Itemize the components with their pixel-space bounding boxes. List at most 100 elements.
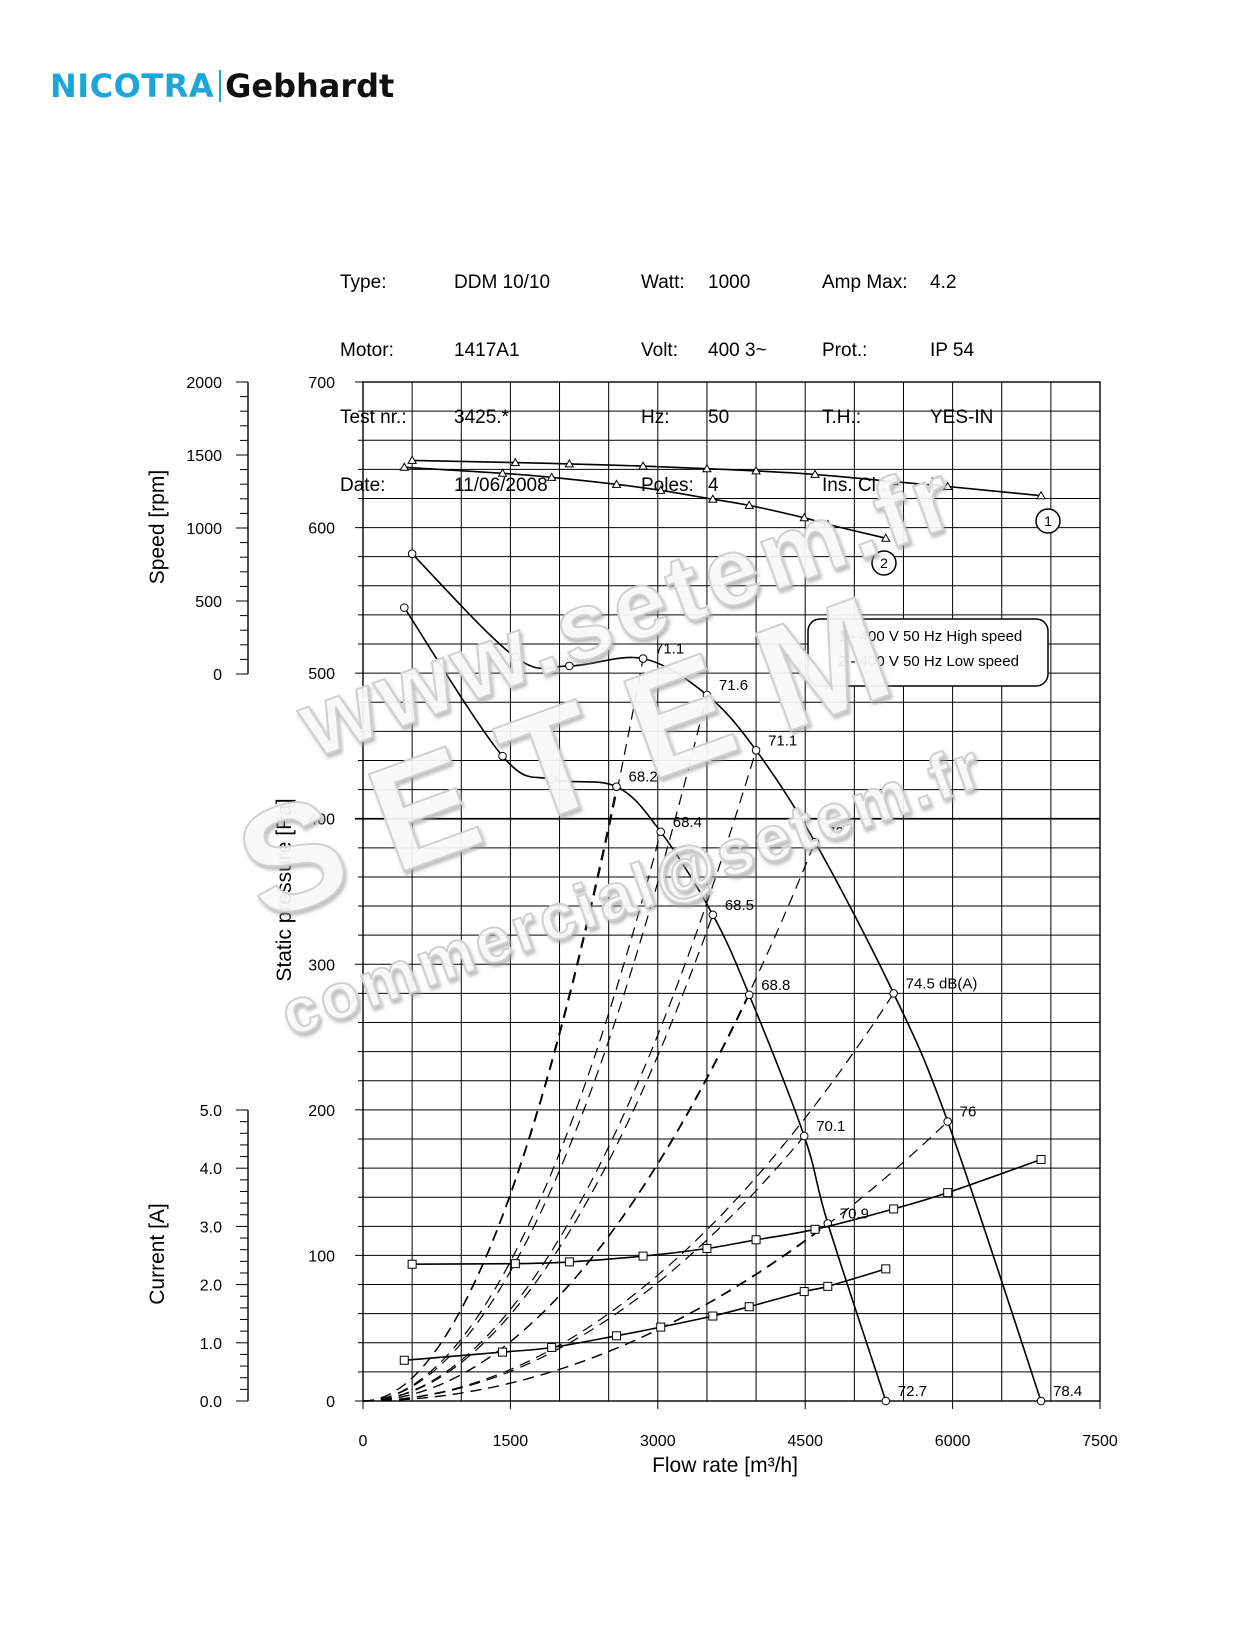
pressure-point (751, 745, 761, 755)
speed-curve-2 (404, 466, 886, 539)
speed-tick-label: 1000 (186, 521, 222, 538)
pressure-point (744, 990, 754, 1000)
curve-id-marker (1035, 508, 1061, 534)
speed-tick-label: 0 (213, 667, 222, 684)
pressure-point (708, 910, 718, 920)
current-point (708, 1311, 718, 1321)
spec-col1-values: DDM 10/10 1417A1 3425.* 11/06/2008 (454, 227, 550, 520)
noise-label: 71.1 (768, 732, 797, 749)
curve-id-label: 2 (880, 555, 888, 571)
speed-point (638, 461, 648, 470)
pressure-point (612, 782, 621, 791)
speed-point (510, 457, 521, 467)
brand-name-part2: Gebhardt (225, 67, 395, 105)
spec-label: Prot.: (822, 339, 868, 361)
system-line (362, 694, 708, 1402)
pressure-tick-label: 500 (308, 666, 335, 683)
pressure-curve-2 (403, 607, 887, 1402)
spec-col2-values: 1000 400 3~ 50 4 (708, 227, 767, 520)
brand-separator (219, 70, 222, 102)
speed-point (407, 455, 417, 464)
legend-entry: 2 - 400 V 50 Hz Low speed (838, 653, 1019, 670)
current-point (881, 1264, 891, 1274)
pressure-point (881, 1396, 891, 1406)
system-line (362, 831, 662, 1402)
speed-tick-label: 1500 (186, 448, 222, 465)
x-tick-label: 6000 (935, 1433, 971, 1450)
noise-label: 78.4 (1053, 1383, 1082, 1400)
system-line (362, 1222, 829, 1402)
spec-label: Amp Max: (822, 272, 908, 293)
spec-label: Hz: (641, 407, 670, 428)
noise-label: 70.9 (840, 1205, 869, 1222)
pressure-point (638, 654, 648, 663)
speed-point (744, 500, 755, 509)
spec-label: T.H.: (822, 407, 862, 428)
noise-label: 72 (827, 824, 844, 841)
noise-label: 68.2 (629, 769, 658, 786)
curve-id-marker (871, 550, 897, 576)
pressure-point (511, 652, 520, 662)
system-line (362, 993, 895, 1402)
pressure-tick-label: 100 (308, 1248, 335, 1265)
speed-point (799, 512, 810, 522)
pressure-point (399, 603, 409, 612)
speed-axis-label: Speed [rpm] (146, 470, 169, 584)
system-line (362, 750, 757, 1402)
current-point (407, 1259, 417, 1269)
x-axis-label: Flow rate [m³/h] (652, 1454, 798, 1477)
current-point (943, 1188, 953, 1198)
current-point (547, 1342, 557, 1352)
spec-label: Type: (340, 272, 387, 293)
pressure-point (547, 775, 556, 784)
spec-label: Test nr.: (340, 407, 407, 428)
speed-point (564, 458, 575, 468)
system-lines (362, 658, 949, 1402)
speed-point (546, 472, 557, 481)
speed-point (497, 468, 508, 477)
current-tick-label: 2.0 (200, 1278, 222, 1295)
system-line (362, 1121, 949, 1402)
speed-point (822, 519, 833, 528)
x-tick-label: 4500 (787, 1433, 823, 1450)
spec-value: 11/06/2008 (454, 474, 548, 496)
speed-tick-label: 500 (195, 594, 222, 611)
pressure-axis-label: Static pressure [Pa] (273, 798, 296, 981)
noise-label: 68.5 (725, 897, 754, 914)
current-point (889, 1204, 899, 1214)
current-point (751, 1235, 761, 1245)
system-line (362, 786, 618, 1402)
spec-value: YES-IN (930, 407, 994, 428)
current-point (510, 1259, 520, 1269)
current-tick-label: 5.0 (200, 1103, 222, 1120)
legend-box (807, 618, 1049, 687)
pressure-point (702, 690, 712, 700)
spec-label: Motor: (340, 339, 394, 361)
noise-label: 72.7 (898, 1383, 927, 1400)
system-line (362, 658, 644, 1402)
spec-value: 4 (708, 474, 719, 496)
noise-label: 68.4 (673, 814, 702, 831)
curve-id-label: 1 (1044, 513, 1052, 529)
noise-label: 71.6 (719, 677, 748, 694)
curves (399, 455, 1046, 1406)
speed-point (751, 465, 761, 475)
pressure-point (799, 1131, 809, 1141)
noise-label: 68.8 (761, 977, 790, 994)
speed-point (399, 462, 410, 471)
current-curve-1 (412, 1158, 1042, 1265)
spec-value: 4.2 (930, 272, 957, 293)
spec-value: 3425.* (454, 407, 509, 428)
noise-label: 76 (960, 1104, 977, 1121)
pressure-tick-label: 300 (308, 957, 335, 974)
spec-label: Volt: (641, 339, 678, 361)
speed-point (611, 479, 622, 488)
spec-label: Watt: (641, 272, 685, 293)
current-axis-label: Current [A] (146, 1203, 169, 1305)
pressure-tick-label: 200 (308, 1103, 335, 1120)
speed-tick-label: 2000 (186, 375, 222, 392)
